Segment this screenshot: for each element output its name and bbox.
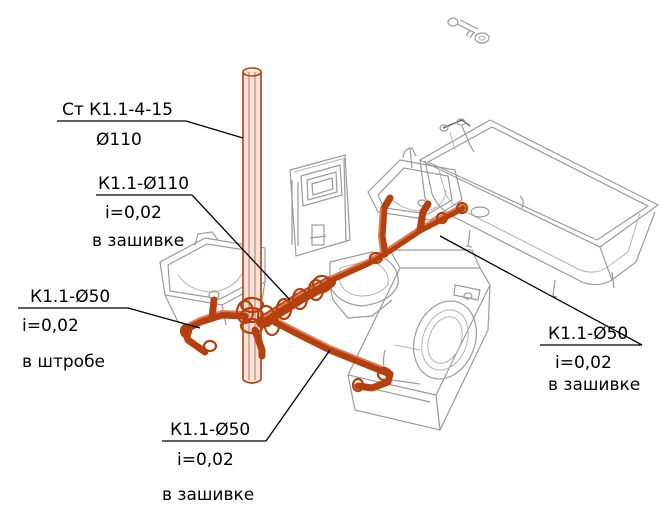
wc-installation-icon [289, 154, 351, 257]
washer-label-line2: i=0,02 [177, 450, 234, 470]
sink-label-line1: К1.1-Ø50 [30, 287, 110, 307]
bath-label-line1: К1.1-Ø50 [548, 324, 628, 344]
riser-label-line1: Ст К1.1-4-15 [62, 100, 173, 120]
main-label-line2: i=0,02 [105, 203, 162, 223]
towel-hook-icon [447, 17, 490, 44]
riser-pipe [242, 67, 262, 384]
sewer-pipes [179, 67, 469, 393]
annotation-labels: Ст К1.1-4-15 Ø110 К1.1-Ø110 i=0,02 в заш… [22, 100, 640, 505]
bath-label-line3: в зашивке [548, 375, 640, 395]
washer-label-line3: в зашивке [162, 485, 254, 505]
bath-label-line2: i=0,02 [555, 353, 612, 373]
sink-label-line3: в штробе [22, 352, 105, 372]
washer-label-line1: К1.1-Ø50 [170, 420, 250, 440]
main-label-line3: в зашивке [92, 231, 184, 251]
branch-bath-pipe [326, 194, 469, 284]
riser-tee-fittings [239, 296, 281, 337]
washing-machine-icon [347, 249, 491, 431]
riser-label-line2: Ø110 [96, 130, 142, 150]
main-collector-pipe [256, 274, 336, 328]
leader-lines [18, 120, 643, 442]
sink-label-line2: i=0,02 [22, 316, 79, 336]
main-label-line1: К1.1-Ø110 [98, 174, 189, 194]
